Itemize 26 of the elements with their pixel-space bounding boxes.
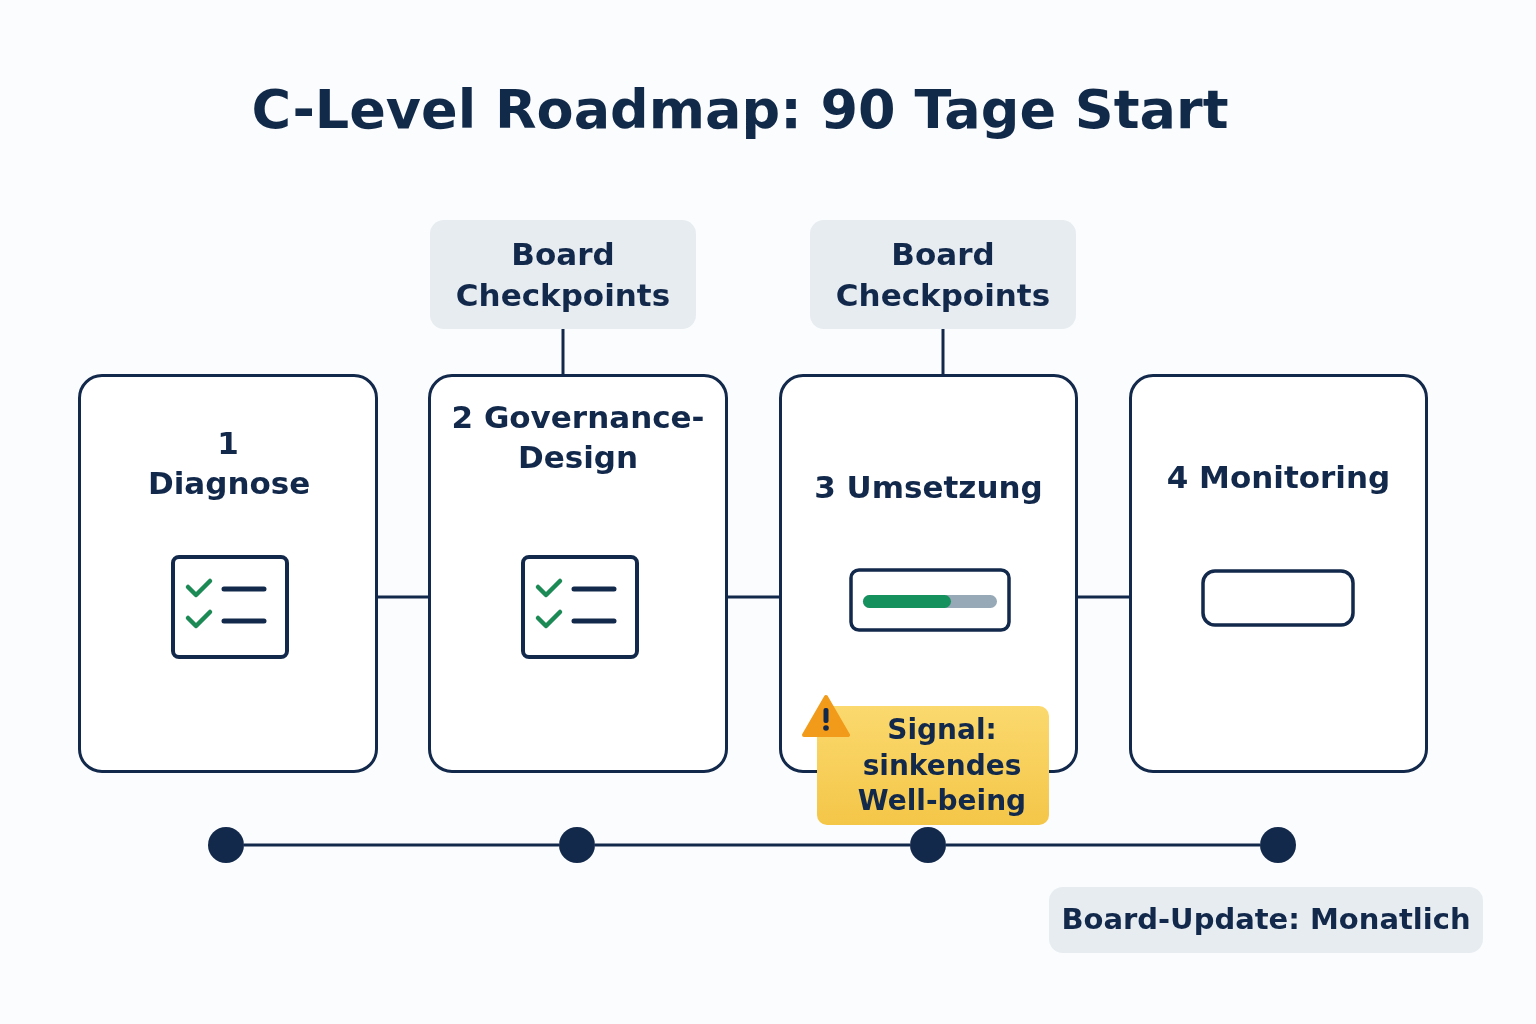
timeline-dot xyxy=(1260,827,1296,863)
connector-line xyxy=(561,329,565,374)
connector-line xyxy=(378,595,428,599)
phase-card xyxy=(1129,374,1428,773)
phase-title: 3 Umsetzung xyxy=(813,468,1044,507)
timeline-dot xyxy=(910,827,946,863)
phase-card xyxy=(428,374,728,773)
timeline-dot xyxy=(559,827,595,863)
callout-box xyxy=(810,220,1076,329)
phase-card xyxy=(78,374,378,773)
timeline-line xyxy=(946,843,1260,847)
warning-text: Signal: sinkendes Well-being xyxy=(856,711,1028,820)
phase-title: 1 Diagnose xyxy=(148,424,308,504)
phase-title: 2 Governance-Design xyxy=(450,398,706,478)
callout-box xyxy=(430,220,696,329)
timeline-dot xyxy=(208,827,244,863)
connector-line xyxy=(1078,595,1129,599)
timeline-line xyxy=(244,843,559,847)
callout-text: Board Checkpoints xyxy=(834,235,1052,315)
timeline-line xyxy=(595,843,910,847)
title: C-Level Roadmap: 90 Tage Start xyxy=(250,78,1230,141)
callout-text: Board-Update: Monatlich xyxy=(1061,901,1471,939)
connector-line xyxy=(728,595,779,599)
phase-title: 4 Monitoring xyxy=(1165,458,1392,497)
callout-text: Board Checkpoints xyxy=(454,235,672,315)
connector-line xyxy=(941,329,945,374)
